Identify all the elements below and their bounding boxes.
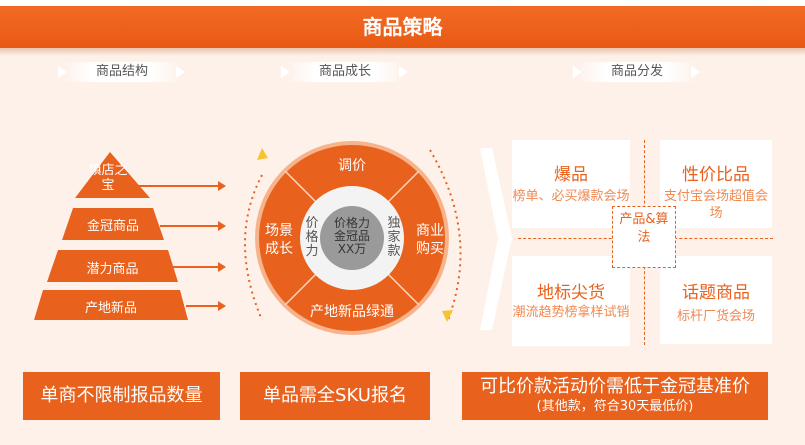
top-strip [0,0,805,8]
pyramid-label-2: 金冠商品 [86,219,139,234]
section-label-growth: 商品成长 [285,62,405,82]
inner-label-left: 价格力 [305,216,319,259]
ring-label-bottom: 产地新品绿通 [310,304,394,320]
chevron-right-icon [691,66,700,78]
center-hub-label: 产品&算法 [619,212,669,245]
header-shadow [0,48,805,56]
quadrant-box-bottom-right: 话题商品 标杆厂货会场 [660,256,772,344]
quadrant-sub-top-left: 榜单、必买爆款会场 [512,189,630,204]
arrow-tier-1 [128,182,226,190]
page-title: 商品策略 [0,6,805,48]
ring-label-left: 场景成长 [265,223,293,257]
quadrant-title-top-right: 性价比品 [682,165,750,185]
chevron-right-icon [176,66,185,78]
chevron-right-icon [573,66,582,78]
footer-text-1: 单商不限制报品数量 [40,385,203,406]
quadrant-box-top-right: 性价比品 支付宝会场超值会场 [660,140,772,228]
section-label-distribution: 商品分发 [577,62,697,82]
footer-text-2: 单品需全SKU报名 [263,385,407,406]
pyramid-tier-3 [47,250,178,282]
pyramid-tier-4 [34,290,188,320]
footer-sub-3: (其他款，符合30天最低价) [536,399,694,414]
ring-label-right: 商业购买 [416,223,444,257]
quadrant-sub-bottom-right: 标杆厂货会场 [676,309,755,324]
footer-box-1: 单商不限制报品数量 [23,372,220,420]
quadrant-title-bottom-left: 地标尖货 [537,283,605,303]
quadrant-title-bottom-right: 话题商品 [682,283,750,303]
chevron-right-icon [399,66,408,78]
center-hub: 产品&算法 [612,206,676,268]
chevron-right-icon [58,66,67,78]
pyramid-label-4: 产地新品 [84,301,137,316]
arc-arrowhead-down [442,310,453,322]
chevron-right-icon [281,66,290,78]
inner-label-right: 独家款 [387,216,401,259]
core-circle [320,206,384,270]
dotted-arc-right [429,149,462,321]
arc-arrowhead-up [257,148,268,160]
quadrant-box-bottom-left: 地标尖货 潮流趋势榜拿样试销 [512,256,630,346]
footer-box-2: 单品需全SKU报名 [240,372,430,420]
footer-text-3: 可比价款活动价需低于金冠基准价 [480,376,750,397]
footer-box-3: 可比价款活动价需低于金冠基准价 (其他款，符合30天最低价) [462,372,768,420]
quadrant-sub-top-right: 支付宝会场超值会场 [663,189,768,221]
core-label: 价格力金冠品XX万 [333,216,370,256]
pyramid-label-top: 镇店之宝 [88,163,128,193]
arrow-tier-3 [172,263,226,271]
pyramid-tier-top [75,152,150,198]
big-chevron-arrow-icon [480,148,512,330]
arrow-tier-4 [186,302,226,310]
arrow-tier-2 [160,222,226,230]
pyramid-tier-2 [62,208,164,240]
pyramid-label-3: 潜力商品 [86,262,139,277]
quadrant-box-top-left: 爆品 榜单、必买爆款会场 [512,140,630,228]
quadrant-sub-bottom-left: 潮流趋势榜拿样试销 [512,305,630,320]
ring-label-top: 调价 [338,158,366,174]
section-label-structure: 商品结构 [62,62,182,82]
quadrant-title-top-left: 爆品 [554,165,588,185]
